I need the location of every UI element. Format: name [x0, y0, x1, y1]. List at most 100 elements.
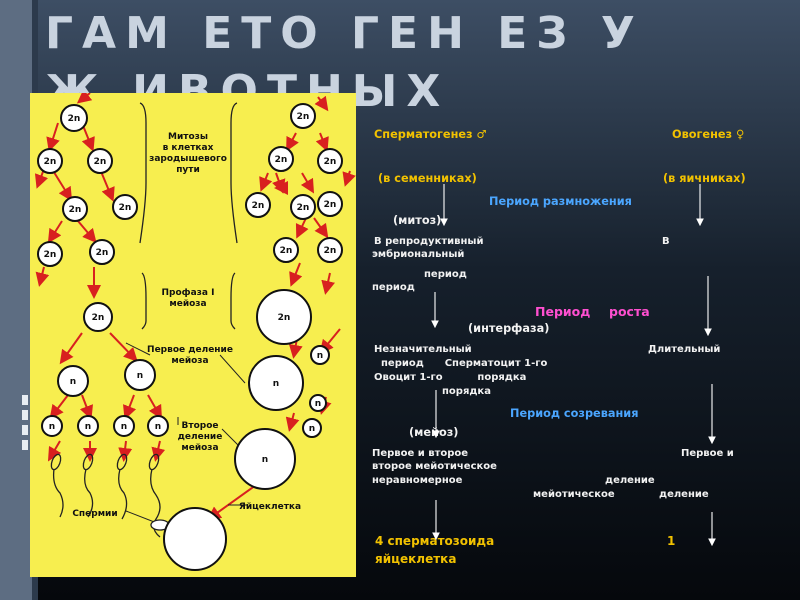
division-text-2: деление [659, 489, 709, 500]
cell-2n: 2n [37, 148, 63, 174]
growth-row-4: порядка [442, 386, 491, 397]
cell-2n: 2n [83, 302, 113, 332]
long-text: Длительный [648, 344, 721, 355]
decoration-bars [22, 395, 28, 450]
cell-2n: 2n [62, 196, 88, 222]
egg-cell [163, 507, 227, 571]
period-growth-b: роста [609, 304, 650, 319]
ovaries-label: (в яичниках) [663, 172, 746, 185]
egg-cell-text: яйцеклетка [375, 552, 457, 566]
one-count-text: 1 [667, 534, 676, 548]
cell-n: n [310, 345, 330, 365]
reproductive-text-right: В [662, 236, 670, 247]
period-reproduction: Период размножения [489, 195, 632, 208]
cell-2n: 2n [60, 104, 88, 132]
cell-n: n [302, 418, 322, 438]
svg-text:n: n [49, 422, 55, 432]
sperm-tails [50, 453, 161, 538]
cell-2n: 2n [290, 103, 316, 129]
svg-text:n: n [309, 424, 315, 434]
cell-n: n [57, 365, 89, 397]
period-maturation: Период созревания [510, 407, 639, 420]
flow-arrows [431, 184, 716, 547]
testes-label: (в семенниках) [378, 172, 477, 185]
cell-n: n [77, 415, 99, 437]
svg-text:2n: 2n [92, 313, 105, 323]
first-and-text: Первое и [681, 448, 734, 459]
label-egg: Яйцеклетка [239, 502, 301, 512]
four-sperm-text: 4 сперматозоида [375, 534, 495, 548]
oogenesis-header: Овогенез ♀ [672, 128, 745, 141]
period-text-2: период [372, 282, 415, 293]
slide-title-line1: ГАМ ЕТО ГЕН ЕЗ У [45, 8, 644, 59]
gametogenesis-diagram: 2n 2n 2n 2n 2n 2n 2n 2n 2n 2n 2n 2n 2n 2… [30, 93, 356, 577]
svg-text:n: n [121, 422, 127, 432]
left-background-strip [0, 0, 32, 600]
period-text-1: период [424, 269, 467, 280]
svg-text:n: n [273, 379, 279, 389]
cells-2n: 2n 2n 2n 2n 2n 2n 2n 2n 2n 2n 2n 2n 2n 2… [37, 103, 343, 345]
svg-text:n: n [262, 455, 268, 465]
first-second-text: Первое и второе [372, 448, 469, 459]
cell-2n: 2n [89, 239, 115, 265]
cell-2n: 2n [317, 148, 343, 174]
svg-text:n: n [317, 351, 323, 361]
growth-row-3: Овоцит 1-го порядка [374, 372, 527, 383]
growth-row-2: период Сперматоцит 1-го [381, 358, 548, 369]
svg-text:2n: 2n [44, 157, 57, 167]
cell-n: n [234, 428, 296, 490]
svg-text:2n: 2n [280, 246, 293, 256]
cell-2n: 2n [317, 237, 343, 263]
second-meiotic-text: второе мейотическое [372, 461, 497, 472]
cell-n: n [248, 355, 304, 411]
cell-2n: 2n [87, 148, 113, 174]
reproductive-text: В репродуктивный [374, 236, 484, 247]
svg-text:2n: 2n [297, 203, 310, 213]
svg-text:2n: 2n [119, 203, 132, 213]
svg-text:n: n [137, 371, 143, 381]
svg-text:n: n [155, 422, 161, 432]
cell-2n: 2n [317, 191, 343, 217]
label-sperm: Спермии [72, 509, 117, 519]
svg-text:2n: 2n [69, 205, 82, 215]
cell-2n: 2n [112, 194, 138, 220]
svg-text:2n: 2n [94, 157, 107, 167]
cells-n: n n n n n n n n n n n [41, 345, 330, 490]
meiotic-text: мейотическое [533, 489, 615, 500]
spermatogenesis-header: Сперматогенез ♂ [374, 128, 487, 141]
diagram-drawing: 2n 2n 2n 2n 2n 2n 2n 2n 2n 2n 2n 2n 2n 2… [34, 93, 356, 571]
svg-text:2n: 2n [324, 246, 337, 256]
svg-text:2n: 2n [96, 248, 109, 258]
cell-n: n [147, 415, 169, 437]
mitosis-label: (митоз) [393, 214, 442, 227]
svg-text:2n: 2n [275, 155, 288, 165]
svg-text:n: n [85, 422, 91, 432]
svg-text:2n: 2n [297, 112, 310, 122]
svg-text:2n: 2n [252, 201, 265, 211]
cell-2n: 2n [245, 192, 271, 218]
cell-2n: 2n [290, 194, 316, 220]
cell-n: n [41, 415, 63, 437]
svg-text:n: n [70, 377, 76, 387]
svg-text:2n: 2n [278, 313, 291, 323]
svg-text:2n: 2n [324, 200, 337, 210]
division-text-1: деление [605, 475, 655, 486]
cell-n: n [309, 394, 327, 412]
cell-2n: 2n [256, 289, 312, 345]
insignificant-text: Незначительный [374, 344, 472, 355]
svg-text:n: n [315, 399, 321, 409]
cell-2n: 2n [37, 241, 63, 267]
embryonic-text: эмбриональный [372, 249, 465, 260]
svg-text:2n: 2n [68, 114, 81, 124]
svg-text:2n: 2n [324, 157, 337, 167]
uneven-text: неравномерное [372, 475, 463, 486]
svg-text:2n: 2n [44, 250, 57, 260]
cell-2n: 2n [273, 237, 299, 263]
period-growth-a: Период [535, 304, 591, 319]
cell-n: n [124, 359, 156, 391]
brackets [139, 102, 238, 330]
